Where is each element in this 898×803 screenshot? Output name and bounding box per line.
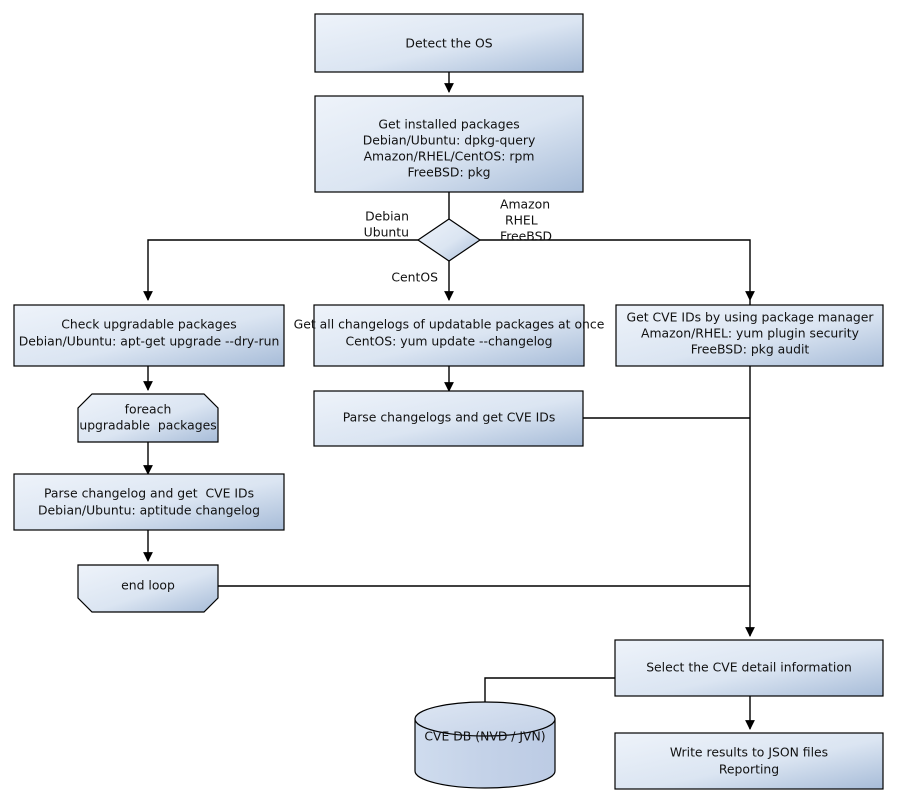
get-all-changelogs-line1: Get all changelogs of updatable packages… [294, 317, 605, 332]
edge-label-centos: CentOS [391, 270, 438, 285]
edge-label-layer: Debian Ubuntu Amazon RHEL FreeBSD CentOS [364, 197, 552, 285]
foreach-line2: upgradable packages [79, 418, 216, 433]
cve-database-cylinder-top[interactable] [414, 701, 556, 737]
foreach-line1: foreach [125, 402, 172, 417]
parse-changelog-single-line2: Debian/Ubuntu: aptitude changelog [38, 503, 260, 518]
node-os-decision[interactable] [416, 218, 482, 262]
node-get-all-changelogs[interactable]: Get all changelogs of updatable packages… [294, 304, 605, 367]
node-cve-database[interactable]: CVE DB (NVD / JVN) [414, 701, 556, 789]
get-installed-packages-line1: Get installed packages [378, 117, 519, 132]
node-check-upgradable[interactable]: Check upgradable packages Debian/Ubuntu:… [13, 304, 285, 367]
detect-os-box[interactable] [314, 13, 584, 73]
write-results-line2: Reporting [719, 762, 779, 777]
get-installed-packages-line4: FreeBSD: pkg [407, 165, 490, 180]
connector-cve-db-to-select-cve [484, 677, 615, 710]
get-cve-ids-pkgmgr-line2: Amazon/RHEL: yum plugin security [641, 326, 859, 341]
check-upgradable-line1: Check upgradable packages [61, 317, 236, 332]
connector-decision-to-cve-pkgmgr [480, 239, 755, 301]
end-loop-shape[interactable] [77, 564, 219, 613]
parse-changelogs-multi-label: Parse changelogs and get CVE IDs [343, 410, 556, 425]
edge-label-amazon: Amazon [500, 197, 550, 212]
node-detect-os[interactable]: Detect the OS [314, 13, 584, 73]
cve-database-cylinder-body[interactable] [414, 718, 556, 789]
select-cve-detail-box[interactable] [614, 639, 884, 697]
get-installed-packages-box[interactable] [314, 95, 584, 193]
get-cve-ids-pkgmgr-line3: FreeBSD: pkg audit [691, 342, 810, 357]
connector-decision-to-check-upgradable [143, 239, 418, 301]
node-end-loop[interactable]: end loop [77, 564, 219, 613]
get-installed-packages-line2: Debian/Ubuntu: dpkg-query [363, 133, 536, 148]
detect-os-label: Detect the OS [405, 36, 492, 51]
edge-label-freebsd: FreeBSD [500, 229, 552, 244]
node-parse-changelogs-multi[interactable]: Parse changelogs and get CVE IDs [313, 390, 584, 447]
edge-label-debian: Debian [365, 209, 409, 224]
select-cve-detail-label: Select the CVE detail information [646, 660, 852, 675]
node-get-cve-ids-pkgmgr[interactable]: Get CVE IDs by using package manager Ama… [615, 304, 884, 367]
node-get-installed-packages[interactable]: Get installed packages Debian/Ubuntu: dp… [314, 95, 584, 193]
parse-changelog-single-line1: Parse changelog and get CVE IDs [44, 486, 254, 501]
edge-label-rhel: RHEL [505, 213, 538, 228]
get-all-changelogs-box[interactable] [313, 304, 585, 367]
node-parse-changelog-single[interactable]: Parse changelog and get CVE IDs Debian/U… [13, 473, 285, 531]
node-write-results[interactable]: Write results to JSON files Reporting [614, 732, 884, 790]
foreach-loop-start-shape[interactable] [77, 393, 219, 443]
parse-changelogs-multi-box[interactable] [313, 390, 584, 447]
get-installed-packages-line3: Amazon/RHEL/CentOS: rpm [364, 149, 535, 164]
cve-database-label: CVE DB (NVD / JVN) [424, 729, 545, 744]
node-select-cve-detail[interactable]: Select the CVE detail information [614, 639, 884, 697]
node-foreach-loop-start[interactable]: foreach upgradable packages [77, 393, 219, 443]
get-cve-ids-pkgmgr-line1: Get CVE IDs by using package manager [627, 310, 875, 325]
check-upgradable-box[interactable] [13, 304, 285, 367]
os-decision-diamond[interactable] [416, 218, 482, 262]
get-all-changelogs-line2: CentOS: yum update --changelog [346, 334, 553, 349]
parse-changelog-single-box[interactable] [13, 473, 285, 531]
edge-label-ubuntu: Ubuntu [364, 225, 409, 240]
end-loop-label: end loop [121, 578, 175, 593]
check-upgradable-line2: Debian/Ubuntu: apt-get upgrade --dry-run [19, 334, 280, 349]
write-results-line1: Write results to JSON files [670, 745, 828, 760]
get-cve-ids-pkgmgr-box[interactable] [615, 304, 884, 367]
write-results-box[interactable] [614, 732, 884, 790]
